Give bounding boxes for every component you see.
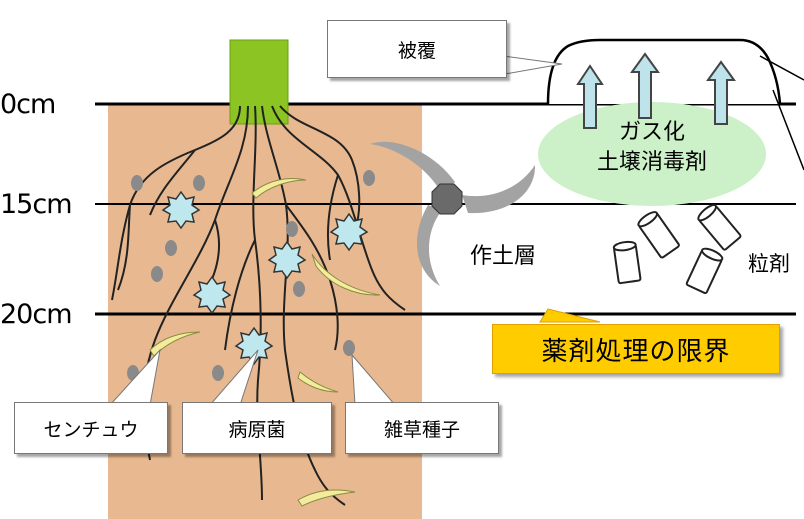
cover-edge-line (759, 55, 804, 81)
up-arrow (576, 64, 604, 129)
treatment-limit-text: 薬剤処理の限界 (541, 336, 731, 367)
callout-nematode: センチュウ (14, 402, 168, 454)
cover-edge-line (772, 89, 804, 171)
depth-label-0cm: 0cm (0, 89, 56, 120)
tiller-rotor (370, 141, 536, 286)
callout-cover: 被覆 (327, 20, 507, 78)
depth-label-15cm: 15cm (0, 189, 73, 220)
granules-label: 粒剤 (748, 252, 790, 276)
gas-fumigant-line1: ガス化 (618, 120, 685, 145)
up-arrow (706, 60, 736, 125)
depth-label-20cm: 20cm (0, 299, 73, 330)
nematode-worm (149, 178, 381, 507)
pathogen-spore (161, 190, 369, 366)
weed-seed (127, 170, 375, 381)
soil-profile (108, 104, 422, 519)
tiller-blade (370, 141, 455, 194)
tiller-hub (431, 183, 463, 215)
callout-tail (539, 308, 601, 323)
callout-pathogen: 病原菌 (182, 402, 332, 454)
plastic-cover (546, 38, 782, 105)
topsoil-label: 作土層 (470, 244, 537, 269)
granule-pellet (612, 203, 742, 295)
treatment-limit-box: 薬剤処理の限界 (492, 324, 780, 374)
callout-nematode-text: センチュウ (43, 418, 139, 441)
callout-cover-text: 被覆 (397, 39, 436, 62)
callout-pathogen-text: 病原菌 (228, 418, 286, 441)
gas-fumigant-label: ガス化 土壌消毒剤 (560, 118, 744, 178)
callout-weed-seeds-text: 雑草種子 (383, 418, 460, 441)
up-arrow (630, 52, 660, 119)
gas-fumigant-line2: 土壌消毒剤 (596, 150, 707, 175)
callout-weed-seeds: 雑草種子 (345, 402, 499, 454)
tiller-blade (416, 205, 442, 286)
tiller-blade (462, 165, 536, 214)
